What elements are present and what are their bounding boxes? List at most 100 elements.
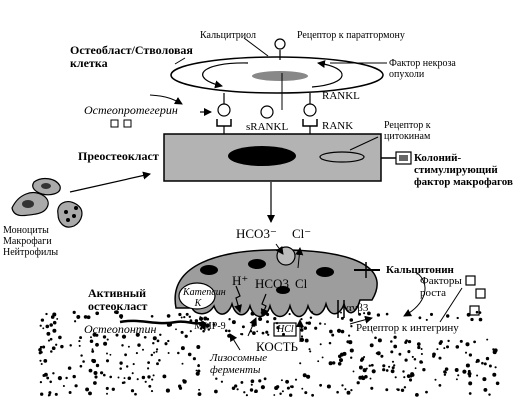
bone-dot (370, 363, 374, 367)
bone-dot (182, 379, 187, 384)
bone-dot (134, 392, 137, 396)
bone-dot (93, 371, 98, 375)
bone-dot (48, 391, 52, 395)
proton-pump-arrow (234, 285, 242, 313)
bone-dot (294, 378, 298, 381)
bone-dot (50, 350, 53, 353)
bone-dot (370, 386, 374, 390)
bone-dot (394, 376, 397, 379)
bone-dot (150, 390, 154, 393)
bone-dot (425, 318, 428, 321)
bone-dot (215, 377, 218, 380)
bone-dot (261, 331, 265, 335)
bone-dot (39, 324, 42, 327)
bone-dot (475, 310, 479, 314)
srankl-label: sRANKL (246, 121, 289, 133)
bone-dot (346, 390, 351, 395)
osteoblast-signal-arrow-right (311, 60, 343, 88)
bone-dot (123, 377, 126, 380)
bone-dot (289, 385, 293, 388)
bone-dot (180, 330, 184, 334)
hcl-box (273, 322, 297, 337)
bone-dot (165, 388, 170, 393)
bone-dot (91, 349, 95, 353)
bone-dot (95, 342, 99, 347)
bone-dot (249, 388, 254, 392)
bone-dot (456, 316, 459, 320)
bone-dot (156, 339, 160, 343)
bone-dot (473, 340, 476, 344)
bone-dot (363, 355, 366, 359)
hco3-top-label: HCO3⁻ (236, 226, 277, 241)
bone-dot (391, 366, 395, 370)
preosteoclast-nucleus (228, 146, 296, 166)
bone-dot (486, 338, 489, 341)
bone-dot (151, 378, 154, 381)
bone-dot (406, 374, 411, 378)
bone-dot (403, 386, 407, 389)
bone-dot (88, 391, 92, 396)
bone-dot (467, 371, 472, 376)
bone-dot (340, 329, 345, 334)
rank-label: RANK (322, 120, 354, 132)
bone-dot (380, 354, 384, 358)
bone-dot (42, 327, 45, 330)
bone-dot (195, 371, 200, 376)
bone-dot (468, 381, 473, 386)
bone-dot (369, 377, 372, 380)
bone-dot (410, 372, 415, 377)
bone-dot (152, 374, 155, 377)
bone-dot (425, 390, 428, 394)
bone-dot (420, 348, 423, 350)
bone-dot (331, 333, 335, 337)
osteoblast-signal-arrow-left (202, 62, 249, 89)
bone-dot (307, 321, 312, 325)
bone-dot (280, 379, 283, 382)
bone-dot (432, 354, 436, 358)
bone-dot (299, 362, 302, 365)
bone-dot (72, 374, 76, 379)
bone-dot (273, 394, 276, 396)
bone-dot (228, 329, 231, 333)
bone-dot (105, 359, 110, 363)
bone-dot (398, 352, 402, 356)
bone-dot (393, 335, 397, 339)
bone-dot (183, 315, 186, 319)
bone-dot (72, 310, 76, 314)
bone-dot (245, 394, 248, 397)
bone-dot (40, 350, 43, 354)
bone-dot (250, 311, 255, 316)
bone-dot (43, 359, 48, 363)
bone-dot (494, 366, 497, 369)
bone-dot (86, 315, 91, 320)
bone-dot (319, 383, 323, 387)
bone-dot (266, 320, 269, 324)
bone-dot (39, 380, 43, 384)
bone-dot (231, 320, 236, 325)
bone-dot (329, 329, 333, 334)
bone-dot (281, 390, 284, 393)
bone-dot (408, 378, 413, 382)
bone-dot (304, 391, 308, 395)
bone-dot (167, 339, 170, 343)
bone-dot (492, 350, 497, 355)
bone-dot (286, 386, 290, 390)
bone-dot (49, 337, 53, 341)
osteoprotegerin-icon-2 (123, 119, 132, 128)
bone-dot (106, 352, 108, 355)
bone-dot (155, 350, 158, 353)
bone-dot (304, 338, 309, 343)
bone-dot (483, 387, 488, 392)
bone-dot (300, 318, 303, 321)
bone-dot (358, 365, 363, 370)
bone-dot (468, 392, 472, 395)
bone-dot (317, 360, 320, 363)
bone-dot (121, 334, 127, 339)
bone-dot (446, 314, 450, 318)
bone-dot (164, 342, 168, 346)
bone-dot (368, 364, 372, 367)
osteoclast-nucleus-4 (276, 286, 290, 294)
bone-dot (332, 361, 336, 365)
bone-dot (109, 375, 113, 379)
bone-dot (299, 337, 305, 342)
